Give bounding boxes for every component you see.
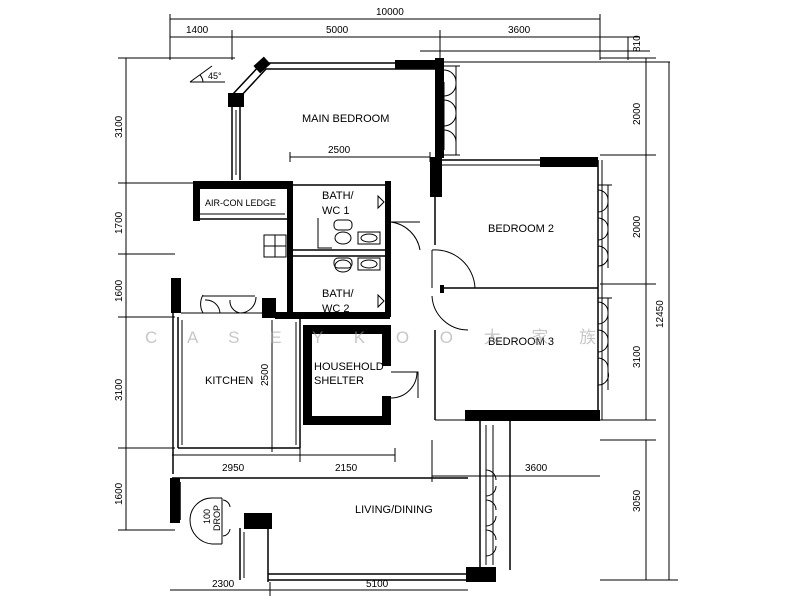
dim-right-3: 3100 xyxy=(632,345,643,368)
label-bath2-line2: WC 2 xyxy=(322,303,350,315)
left-dimensions: 3100 1700 1600 3100 1600 xyxy=(114,57,235,531)
dim-bottom-2: 5100 xyxy=(366,579,389,590)
watermark: C A S E Y K O O 大 家 族 xyxy=(145,328,609,347)
dim-top-2: 5000 xyxy=(326,25,349,36)
dim-top-1: 1400 xyxy=(186,25,209,36)
bath-block: BATH/ WC 1 BATH/ WC 2 xyxy=(263,181,391,319)
main-bedroom: MAIN BEDROOM xyxy=(228,56,460,180)
angle-label: 45° xyxy=(208,71,222,81)
dim-top-total: 10000 xyxy=(376,7,404,18)
dim-top-right-offset: 810 xyxy=(632,35,643,52)
dim-left-5: 1600 xyxy=(114,482,125,505)
label-drop-1: 100 xyxy=(202,509,212,524)
label-shelter-line2: SHELTER xyxy=(314,375,364,387)
angle-annotation: 45° xyxy=(189,65,225,83)
dim-lower-1: 2950 xyxy=(222,463,245,474)
label-bath1-line1: BATH/ xyxy=(322,190,355,202)
label-bath1-line2: WC 1 xyxy=(322,205,350,217)
dim-left-4: 3100 xyxy=(114,378,125,401)
dim-left-3: 1600 xyxy=(114,279,125,302)
bedroom-2: BEDROOM 2 xyxy=(430,157,603,420)
label-living-dining: LIVING/DINING xyxy=(355,504,433,516)
top-dimensions: 10000 1400 5000 3600 810 xyxy=(169,7,670,63)
label-bedroom-3: BEDROOM 3 xyxy=(488,336,554,348)
corridor xyxy=(390,221,598,331)
kitchen: KITCHEN xyxy=(171,278,301,474)
dim-right-total: 12450 xyxy=(655,300,666,328)
label-aircon-ledge: AIR-CON LEDGE xyxy=(205,198,276,208)
dim-bedroom3-width: 3600 xyxy=(525,463,548,474)
dim-top-3: 3600 xyxy=(508,25,531,36)
label-shelter-line1: HOUSEHOLD xyxy=(314,361,384,373)
interior-dimensions: 2500 2500 2950 2150 3600 2300 5100 xyxy=(170,145,600,596)
dim-main-bedroom-width: 2500 xyxy=(328,145,351,156)
label-main-bedroom: MAIN BEDROOM xyxy=(302,113,389,125)
dim-right-1: 2000 xyxy=(632,102,643,125)
dim-right-2: 2000 xyxy=(632,215,643,238)
living-dining: 100 DROP LIVING/DINING xyxy=(170,420,511,582)
household-shelter: HOUSEHOLD SHELTER xyxy=(303,325,419,425)
label-bedroom-2: BEDROOM 2 xyxy=(488,223,554,235)
dim-kitchen-height: 2500 xyxy=(260,363,271,386)
aircon-ledge: AIR-CON LEDGE xyxy=(193,181,290,221)
dim-left-1: 3100 xyxy=(114,115,125,138)
right-windows xyxy=(597,184,612,390)
right-dimensions: 2000 2000 3100 12450 3050 xyxy=(600,57,678,581)
label-drop-2: DROP xyxy=(212,505,222,531)
dim-left-2: 1700 xyxy=(114,211,125,234)
dim-lower-2: 2150 xyxy=(335,463,358,474)
dim-bottom-1: 2300 xyxy=(212,579,235,590)
label-kitchen: KITCHEN xyxy=(205,375,253,387)
label-bath2-line1: BATH/ xyxy=(322,288,355,300)
dim-right-lower: 3050 xyxy=(632,489,643,512)
bedroom-3: BEDROOM 3 xyxy=(434,330,600,421)
